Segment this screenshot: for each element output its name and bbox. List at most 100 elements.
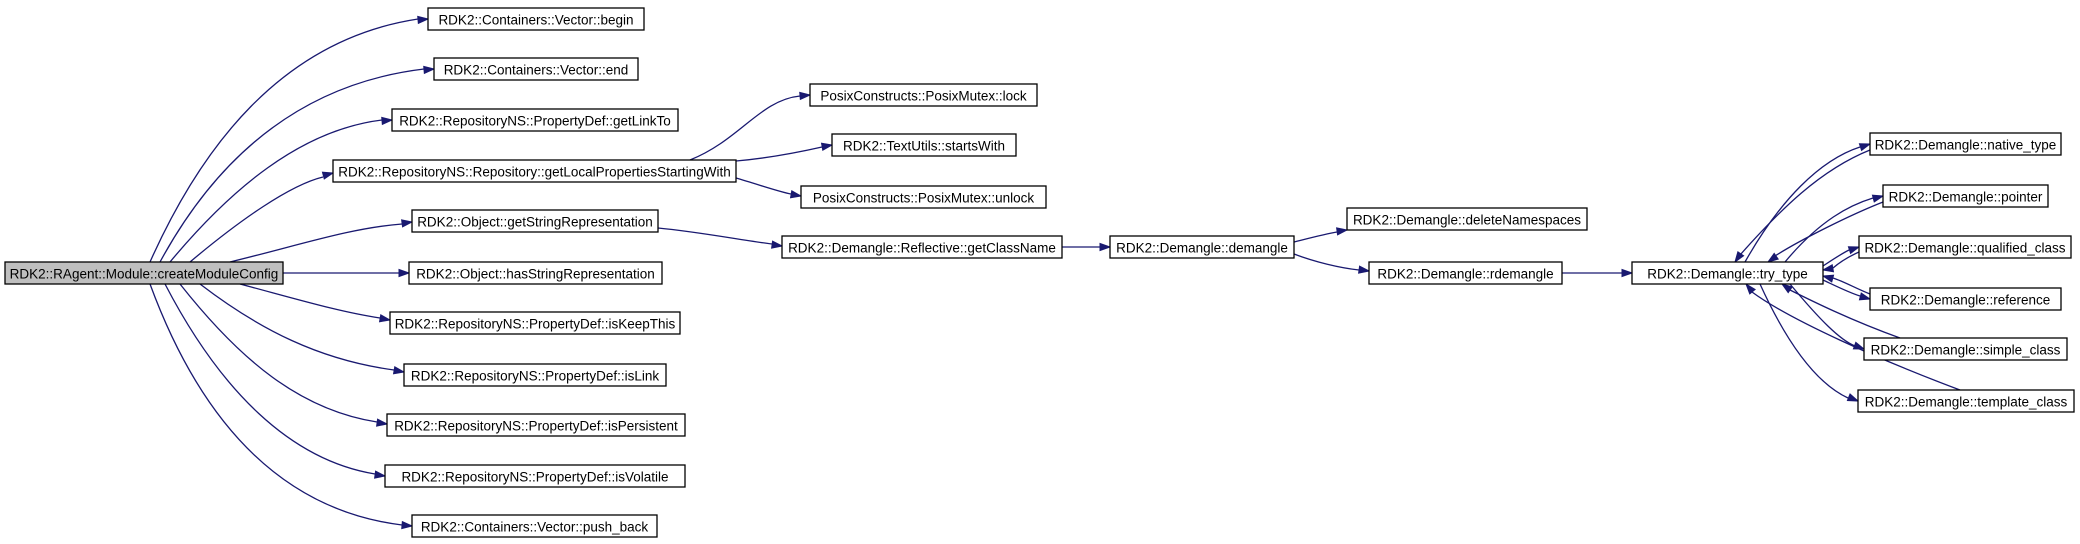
edge-line [1832,277,1871,295]
node-box[interactable] [1109,235,1295,259]
graph-node[interactable]: RDK2::Demangle::demangle [1109,235,1295,259]
graph-node[interactable]: RDK2::Object::getStringRepresentation [411,209,659,233]
edge-arrowhead [392,366,406,375]
node-label: RDK2::RepositoryNS::PropertyDef::isPersi… [394,419,678,434]
node-box[interactable] [384,464,686,488]
edge-arrowhead [401,219,414,228]
node-box[interactable] [1869,132,2062,156]
graph-node[interactable]: PosixConstructs::PosixMutex::unlock [800,185,1047,209]
node-label: RDK2::Containers::Vector::end [444,63,629,78]
node-label: RDK2::RepositoryNS::PropertyDef::getLink… [399,114,671,129]
edge-n20-to-n19 [1734,149,1871,264]
edge-line [189,176,324,263]
node-box[interactable] [1631,261,1824,285]
node-box[interactable] [800,185,1047,209]
node-label: RDK2::RepositoryNS::PropertyDef::isVolat… [401,470,668,485]
edge-arrowhead [1766,252,1780,263]
edge-line [159,68,425,263]
node-box[interactable] [1863,337,2068,361]
graph-node[interactable]: RDK2::Demangle::rdemangle [1368,261,1563,285]
node-box[interactable] [408,261,663,285]
edge-line [1751,291,1961,391]
node-box[interactable] [391,108,679,132]
edge-line [1789,289,1901,339]
edge-line [164,283,376,475]
graph-node[interactable]: RDK2::Demangle::native_type [1869,132,2062,156]
edge-n19-to-n20 [1744,143,1872,263]
graph-node[interactable]: RDK2::RepositoryNS::PropertyDef::isKeepT… [389,311,681,335]
node-box[interactable] [433,57,639,81]
edge-arrowhead [799,91,812,101]
edge-line [1832,251,1860,269]
graph-node[interactable]: RDK2::RepositoryNS::PropertyDef::isPersi… [386,413,686,437]
graph-node[interactable]: RDK2::RepositoryNS::PropertyDef::isVolat… [384,464,686,488]
node-label: RDK2::Demangle::demangle [1116,241,1288,256]
node-box[interactable] [1368,261,1563,285]
edge-line [657,227,773,245]
graph-node[interactable]: RDK2::Demangle::Reflective::getClassName [781,235,1063,259]
node-box[interactable] [1346,207,1588,231]
node-label: PosixConstructs::PosixMutex::unlock [813,191,1035,206]
node-box[interactable] [411,209,659,233]
graph-node[interactable]: RDK2::Demangle::reference [1869,287,2062,311]
graph-node[interactable]: RDK2::Containers::Vector::begin [427,7,645,31]
node-box[interactable] [831,133,1017,157]
node-box[interactable] [386,413,686,437]
edge-arrowhead [378,314,392,323]
edge-n0-to-n2 [159,65,436,263]
graph-node[interactable]: RDK2::Containers::Vector::end [433,57,639,81]
edge-n19-to-n21 [1784,194,1885,263]
edge-line [199,283,395,371]
node-label: RDK2::Demangle::Reflective::getClassName [788,241,1056,256]
graph-node[interactable]: RDK2::Object::hasStringRepresentation [408,261,663,285]
graph-node[interactable]: PosixConstructs::PosixMutex::lock [809,83,1038,107]
node-label: RDK2::Object::hasStringRepresentation [416,267,655,282]
graph-node[interactable]: RDK2::RepositoryNS::PropertyDef::getLink… [391,108,679,132]
graph-node[interactable]: RDK2::TextUtils::startsWith [831,133,1017,157]
edge-arrowhead [1846,393,1860,402]
edge-arrowhead [771,240,784,249]
edge-arrowhead [1734,250,1745,264]
edge-n0-to-n3 [169,116,394,263]
node-label: RDK2::Demangle::reference [1881,293,2051,308]
edge-line [1744,146,1861,263]
edge-n19-to-n22 [1822,246,1861,267]
node-box[interactable] [1869,287,2062,311]
node-box[interactable] [1857,389,2075,413]
graph-node[interactable]: RDK2::RepositoryNS::Repository::getLocal… [332,159,737,183]
graph-node[interactable]: RDK2::Demangle::pointer [1882,184,2049,208]
edge-line [239,283,381,319]
edge-arrowhead [374,470,387,479]
edge-n24-to-n19 [1780,283,1901,339]
node-box[interactable] [1858,235,2072,259]
node-box[interactable] [389,311,681,335]
node-box[interactable] [1882,184,2049,208]
graph-node[interactable]: RDK2::Containers::Vector::push_back [411,514,658,538]
node-box[interactable] [332,159,737,183]
node-box[interactable] [809,83,1038,107]
edge-line [1822,249,1850,267]
node-box[interactable] [427,7,645,31]
edge-n21-to-n19 [1766,201,1884,263]
node-box[interactable] [403,363,667,387]
edge-n19-to-n25 [1759,283,1860,402]
graph-node[interactable]: RDK2::Demangle::try_type [1631,261,1824,285]
node-box[interactable] [4,261,284,285]
graph-node[interactable]: RDK2::Demangle::deleteNamespaces [1346,207,1588,231]
edge-n0-to-n6 [283,268,411,278]
graph-node[interactable]: RDK2::RepositoryNS::PropertyDef::isLink [403,363,667,387]
edge-n25-to-n19 [1745,282,1961,391]
node-box[interactable] [411,514,658,538]
node-label: RDK2::Containers::Vector::push_back [421,520,649,535]
edge-line [1759,283,1849,399]
graph-node[interactable]: RDK2::Demangle::simple_class [1863,337,2068,361]
root-node[interactable]: RDK2::RAgent::Module::createModuleConfig [4,261,284,285]
graph-node[interactable]: RDK2::Demangle::qualified_class [1858,235,2072,259]
edge-n0-to-n11 [149,283,414,530]
edge-arrowhead [376,418,389,427]
edge-n18-to-n19 [1562,268,1634,278]
graph-node[interactable]: RDK2::Demangle::template_class [1857,389,2075,413]
edge-arrowhead [401,520,414,530]
node-box[interactable] [781,235,1063,259]
